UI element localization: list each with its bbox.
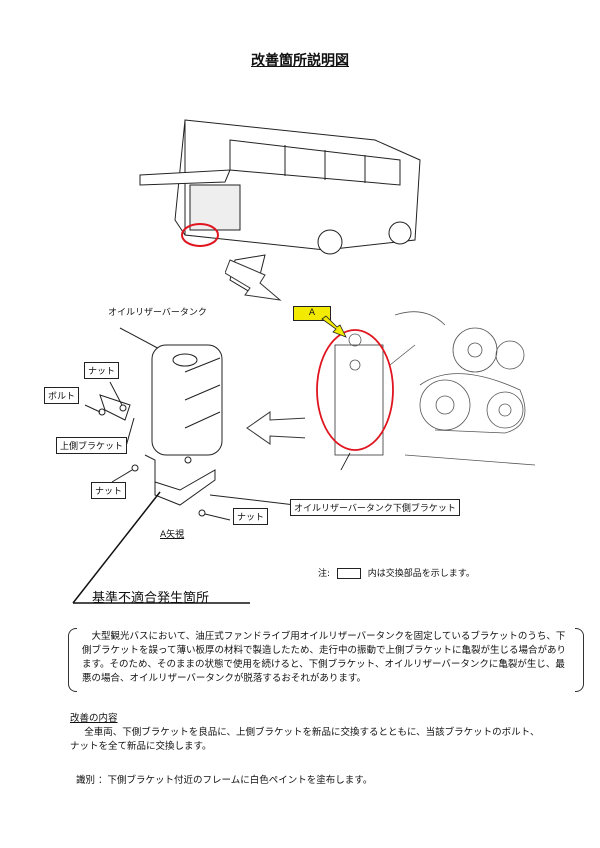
nonconformity-label: 基準不適合発生箇所 xyxy=(92,591,210,606)
nut-label-upper: ナット xyxy=(84,362,120,379)
nut-label-lower-left: ナット xyxy=(91,482,127,499)
page-title: 改善箇所説明図 xyxy=(0,50,600,70)
tank-label: オイルリザーバータンク xyxy=(108,308,207,318)
view-a-marker: A xyxy=(293,306,331,321)
page-title-text: 改善箇所説明図 xyxy=(251,53,349,69)
marker-arrow-icon xyxy=(321,315,347,338)
bolt-label: ボルト xyxy=(44,387,80,404)
improvement-text: 全車両、下側ブラケットを良品に、上側ブラケットを新品に交換するとともに、当該ブラ… xyxy=(70,727,540,752)
identification: 識別 ：下側ブラケット付近のフレームに白色ペイントを塗布します。 xyxy=(76,774,372,788)
engine-photo-illustration xyxy=(305,305,537,470)
note-prefix: 注: xyxy=(318,569,331,579)
highlight-ellipse-bus xyxy=(181,223,219,247)
identification-label: 識別 xyxy=(76,775,96,786)
description-text: 大型観光バスにおいて、油圧式ファンドライブ用オイルリザーバータンクを固定している… xyxy=(82,631,567,684)
description-box: 大型観光バスにおいて、油圧式ファンドライブ用オイルリザーバータンクを固定している… xyxy=(68,628,584,692)
upper-bracket-label: 上側ブラケット xyxy=(56,437,128,454)
bus-illustration xyxy=(139,119,421,296)
tank-exploded-view xyxy=(84,327,296,521)
nut-label-lower-right: ナット xyxy=(233,508,269,525)
lower-bracket-label: オイルリザーバータンク下側ブラケット xyxy=(290,499,460,516)
identification-text: ：下側ブラケット付近のフレームに白色ペイントを塗布します。 xyxy=(98,775,373,786)
view-a-label: A矢視 xyxy=(160,530,185,540)
highlight-ellipse-engine xyxy=(316,329,394,451)
note-text: 内は交換部品を示します。 xyxy=(367,569,475,579)
note: 注: 内は交換部品を示します。 xyxy=(318,566,475,579)
arrow-down-icon xyxy=(225,259,282,301)
nonconformity-leader-line xyxy=(72,491,250,604)
arrow-left-icon xyxy=(246,411,308,445)
improvement-heading: 改善の内容 xyxy=(70,713,118,724)
note-box-symbol xyxy=(336,568,361,579)
